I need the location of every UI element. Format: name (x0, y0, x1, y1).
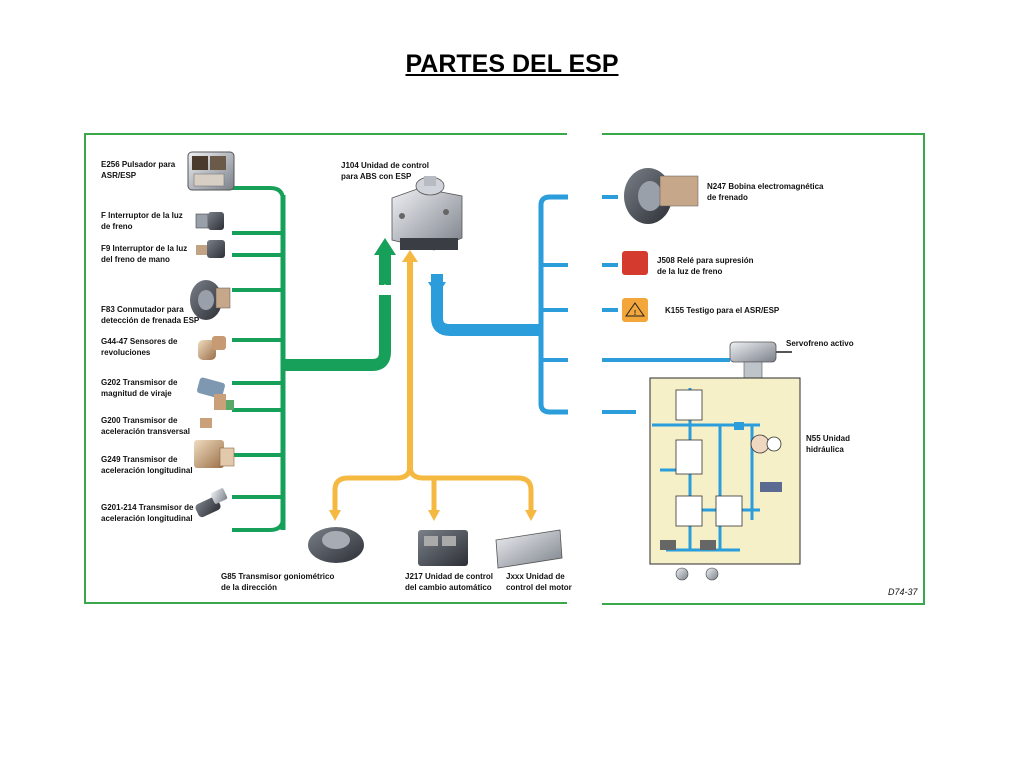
yaw-rate-sensor-icon (197, 377, 234, 410)
abs-esp-module-icon (391, 176, 463, 251)
input-bus (232, 186, 391, 532)
output-label-k155: K155 Testigo para el ASR/ESP (665, 306, 780, 315)
can-bus-arrows (329, 250, 537, 521)
lateral-acceleration-sensor-icon (200, 418, 212, 428)
figure-code: D74-37 (888, 587, 919, 597)
handbrake-switch-icon (196, 240, 225, 258)
svg-text:!: ! (634, 310, 636, 317)
brake-light-switch-icon (195, 212, 224, 230)
output-label-servofreno: Servofreno activo (786, 339, 854, 348)
pressure-sensor-icon (195, 488, 228, 518)
input-arrow (374, 238, 396, 255)
brake-detection-switch-icon (190, 280, 231, 320)
warning-lamp-icon: ! (622, 298, 648, 322)
active-servo-icon (729, 341, 792, 379)
steering-angle-sensor-icon (308, 527, 364, 563)
longitudinal-acceleration-sensor-icon (194, 440, 235, 468)
engine-control-unit-icon (495, 529, 563, 569)
can-bus (332, 258, 534, 512)
speed-sensor-icon (198, 336, 226, 360)
output-bus (431, 194, 730, 415)
input-arrow-notch (377, 284, 393, 294)
slide-title: PARTES DEL ESP (405, 50, 619, 78)
relay-icon (622, 251, 648, 275)
hydraulic-unit-icon (649, 377, 801, 581)
gearbox-control-unit-icon (418, 530, 468, 566)
diagram-frame (84, 133, 925, 605)
output-arrow (428, 282, 446, 296)
brake-booster-coil-icon (624, 168, 699, 224)
button-switch-icon (187, 151, 235, 191)
